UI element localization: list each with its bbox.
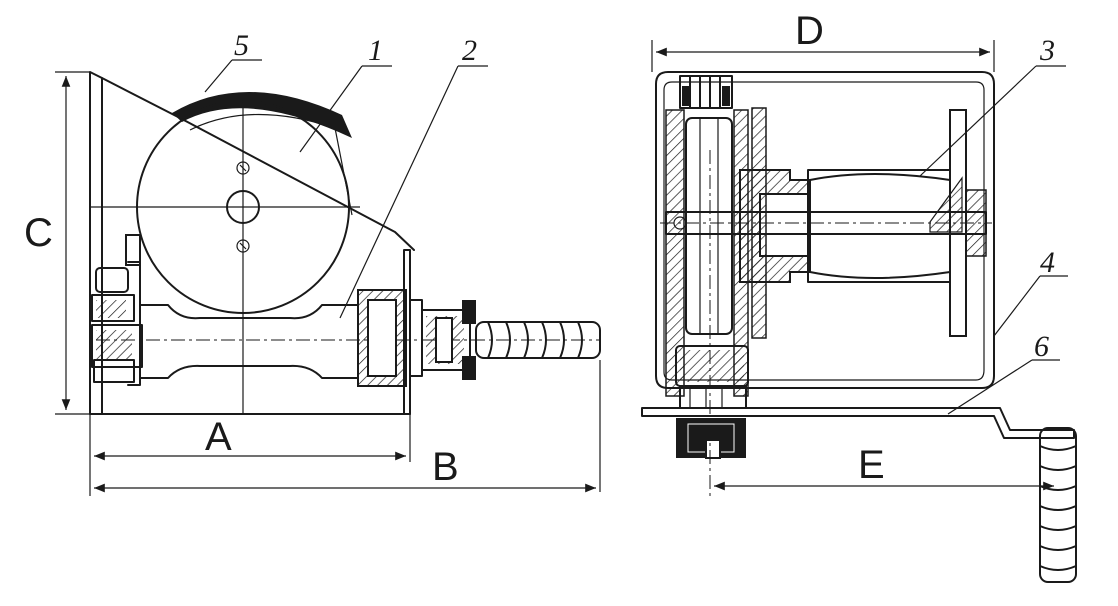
callout-4-leader — [993, 275, 1041, 337]
dimension-c-label: C — [24, 211, 53, 255]
dimension-a-label: A — [205, 415, 232, 459]
cover-edge — [101, 77, 181, 119]
cover-diagonal — [179, 117, 415, 251]
dimension-d-label: D — [795, 9, 824, 53]
crank-handle-side — [1039, 427, 1077, 583]
crank-handle — [475, 321, 601, 359]
dimension-e-label: E — [858, 443, 885, 487]
handle-knurl-side — [1039, 445, 1077, 571]
side-view: D — [641, 9, 1077, 583]
callout-2-leader — [339, 65, 459, 319]
worm-shaft — [139, 304, 359, 379]
callout-3-leader — [919, 65, 1037, 177]
callout-5-leader — [204, 59, 233, 93]
callout-1-label: 1 — [368, 34, 383, 67]
handle-knurl — [487, 321, 583, 359]
callout-2-label: 2 — [462, 34, 477, 67]
callout-3-label: 3 — [1039, 34, 1055, 67]
worm-vertical — [685, 117, 733, 335]
callout-6-leader — [947, 359, 1033, 415]
housing-outer — [655, 71, 995, 389]
guard-arc — [189, 113, 353, 216]
callout-6-label: 6 — [1034, 330, 1049, 363]
callout-1-leader — [299, 65, 363, 153]
dimension-b-label: B — [432, 445, 459, 489]
housing-inner — [663, 81, 985, 381]
callout-5-label: 5 — [234, 29, 249, 62]
callout-4-label: 4 — [1040, 246, 1055, 279]
drum-barrel — [807, 169, 951, 283]
front-view: C A B 5 1 2 — [24, 29, 601, 496]
left-side-plate — [89, 71, 103, 415]
